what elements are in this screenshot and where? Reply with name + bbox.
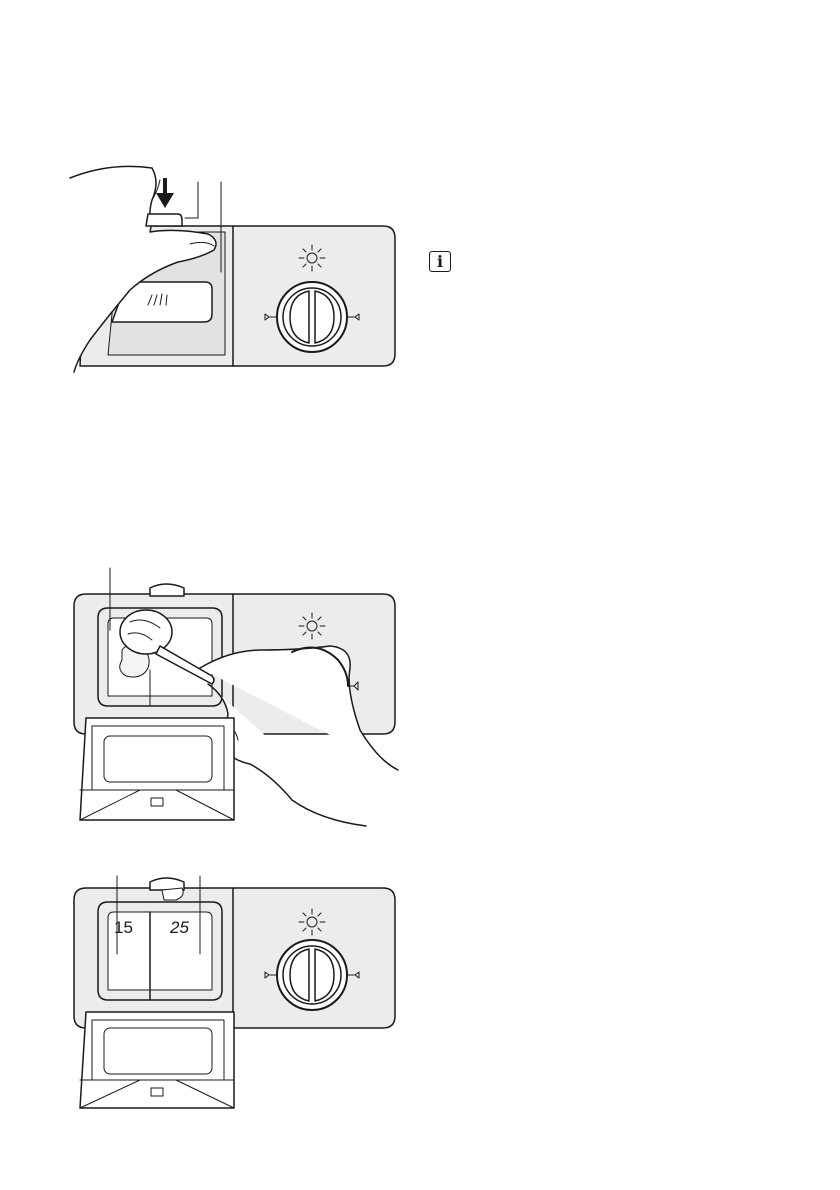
info-icon: i	[429, 251, 451, 272]
dosage-mark-25: 25	[169, 918, 189, 937]
figure-fill-detergent	[74, 568, 398, 826]
figure-open-dispenser	[70, 166, 395, 372]
figure-dosage-levels: 15 25	[74, 876, 395, 1108]
press-down-arrow	[156, 178, 174, 208]
dosage-mark-15: 15	[114, 918, 133, 937]
